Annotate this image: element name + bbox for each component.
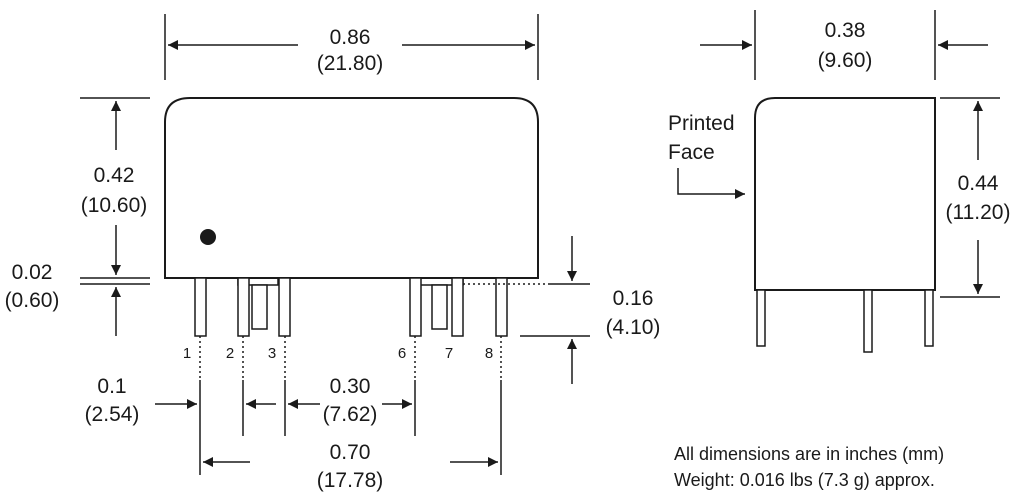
relay-body-outline <box>164 97 539 279</box>
pin-pitch-mm: (2.54) <box>85 403 140 426</box>
pin-spacing-mid-mm: (7.62) <box>323 403 378 426</box>
printed-face-label-line2: Face <box>668 141 715 164</box>
side-height-dimension: 0.44 (11.20) <box>940 97 1011 298</box>
pin-2b <box>251 284 268 330</box>
side-width-inches: 0.38 <box>825 19 866 42</box>
pin-number-1: 1 <box>183 345 191 362</box>
side-width-dimension: 0.38 (9.60) <box>700 10 988 80</box>
pin-number-3: 3 <box>268 345 276 362</box>
pin-number-7: 7 <box>445 345 453 362</box>
side-body-outline <box>754 97 936 291</box>
weight-note: Weight: 0.016 lbs (7.3 g) approx. <box>674 470 935 490</box>
standoff-dimension: 0.02 (0.60) <box>5 261 150 336</box>
pin-8 <box>495 277 508 337</box>
pin-number-6: 6 <box>398 345 406 362</box>
standoff-mm: (0.60) <box>5 289 60 312</box>
pin-spacing-mid-dimension: 0.30 (7.62) <box>284 375 416 436</box>
units-note: All dimensions are in inches (mm) <box>674 444 944 464</box>
pin1-marker-dot <box>200 229 216 245</box>
printed-face-arrow <box>677 168 745 199</box>
side-height-mm: (11.20) <box>946 201 1011 224</box>
side-pin-right <box>924 289 934 347</box>
height-inches: 0.42 <box>94 164 135 187</box>
side-pin-middle <box>863 289 873 353</box>
height-mm: (10.60) <box>81 194 148 217</box>
pin-length-dimension: 0.16 (4.10) <box>520 236 660 384</box>
pin-3 <box>278 277 291 337</box>
length-mm: (21.80) <box>317 52 384 75</box>
standoff-inches: 0.02 <box>12 261 53 284</box>
pin-pitch-dimension: 0.1 (2.54) <box>85 375 276 436</box>
pin-pitch-inches: 0.1 <box>97 375 126 398</box>
printed-face-label-line1: Printed <box>668 112 735 135</box>
pin-number-8: 8 <box>485 345 493 362</box>
pin-spacing-mid-inches: 0.30 <box>330 375 371 398</box>
side-width-mm: (9.60) <box>818 49 873 72</box>
height-dimension: 0.42 (10.60) <box>80 97 150 279</box>
pin-6 <box>409 277 422 337</box>
pin-6b <box>431 284 448 330</box>
pin-span-inches: 0.70 <box>330 441 371 464</box>
pin-2 <box>237 277 250 337</box>
length-dimension: 0.86 (21.80) <box>164 14 539 80</box>
side-pin-left <box>756 289 766 347</box>
pin-span-dimension: 0.70 (17.78) <box>199 380 502 492</box>
pin-7 <box>451 277 464 337</box>
side-view: 0.38 (9.60) 0.44 (11.20) Printed Face <box>668 10 1011 353</box>
pin-length-mm: (4.10) <box>606 316 661 339</box>
front-view: 1 2 3 6 7 8 0.86 (21.80) 0.42 (10.60) <box>5 14 660 492</box>
pin-1 <box>194 277 207 337</box>
pin-number-2: 2 <box>226 345 234 362</box>
side-height-inches: 0.44 <box>958 172 999 195</box>
pin-length-inches: 0.16 <box>613 287 654 310</box>
length-inches: 0.86 <box>330 26 371 49</box>
pin-span-mm: (17.78) <box>317 469 384 492</box>
